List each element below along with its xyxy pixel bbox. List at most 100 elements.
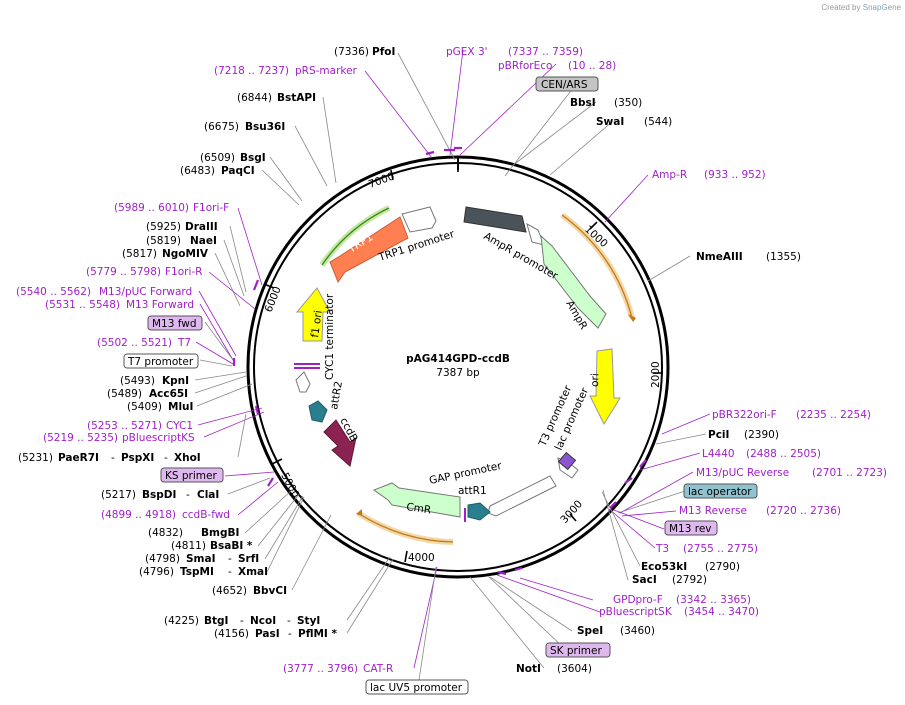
cen-ars-feature xyxy=(463,206,527,233)
ori-feature xyxy=(589,348,621,426)
pcii-pos: (2390) xyxy=(744,429,779,441)
btgi-pos: (4225) xyxy=(164,615,199,627)
pbs-sk-range: (3454 .. 3470) xyxy=(684,606,759,618)
m13-f-range: (5531 .. 5548) xyxy=(45,299,120,311)
amp-r-range: (933 .. 952) xyxy=(704,169,766,181)
m13-rev-tag xyxy=(664,520,718,536)
cat-r-primer-line xyxy=(357,512,454,543)
saci-pos: (2792) xyxy=(672,574,707,586)
paer7i-sep2: - xyxy=(164,452,168,464)
lac-operator-tag-label: lac operator xyxy=(688,486,752,498)
m13-rev-tag-label: M13 rev xyxy=(669,523,712,535)
m13-rev-range: (2720 .. 2736) xyxy=(766,505,841,517)
bsu36i-pos: (6675) xyxy=(204,121,239,133)
noti-pos: (3604) xyxy=(557,663,592,675)
cyc1-range: (5253 .. 5271) xyxy=(87,420,162,432)
m13-f-name: M13 Forward xyxy=(126,299,194,311)
ccdb-fwd-range: (4899 .. 4918) xyxy=(101,509,176,521)
f1ori-r-range: (5779 .. 5798) xyxy=(86,266,161,278)
pflmi-name: PflMI * xyxy=(298,628,337,640)
saci-name: SacI xyxy=(632,574,657,586)
lac-uv5-tag-label: lac UV5 promoter xyxy=(370,682,463,694)
paer7i-pos: (5231) xyxy=(18,452,53,464)
pfoi-name: PfoI xyxy=(372,46,395,58)
ncoi-name: NcoI xyxy=(250,615,276,627)
ngomiv-pos: (5817) xyxy=(122,248,157,260)
pbs-sk-name: pBluescriptSK xyxy=(599,606,673,618)
kpni-name: KpnI xyxy=(162,375,189,387)
btgi-name: BtgI xyxy=(204,615,228,627)
pcii-name: PciI xyxy=(708,429,729,441)
cat-r-range: (3777 .. 3796) xyxy=(283,663,358,675)
tick-label-3000: 3000 xyxy=(558,498,585,526)
tick-label-6000: 6000 xyxy=(263,285,284,314)
bbvci-name: BbvCI xyxy=(253,585,287,597)
t7-name: T7 xyxy=(177,337,191,349)
sk-primer-tag xyxy=(545,642,611,658)
acc65i-pos: (5489) xyxy=(107,388,142,400)
sk-primer-tag-label: SK primer xyxy=(550,645,602,657)
mlui-pos: (5409) xyxy=(127,401,162,413)
smai-name: SmaI xyxy=(186,553,216,565)
smai-pos: (4798) xyxy=(145,553,180,565)
swai-pos: (544) xyxy=(644,116,672,128)
cyc1-terminator-label: CYC1 terminator xyxy=(324,293,336,380)
ks-primer-tag xyxy=(160,467,224,483)
cen-ars-tag xyxy=(535,76,599,92)
amp-r-name: Amp-R xyxy=(652,169,687,181)
bmgbi-name: BmgBI xyxy=(201,527,239,539)
l4440-range: (2488 .. 2505) xyxy=(746,448,821,460)
bspdi-name: BspDI xyxy=(142,489,176,501)
trp1-promoter-feature xyxy=(401,206,437,233)
paqci-pos: (6483) xyxy=(180,165,215,177)
pbrforeco-name: pBRforEco xyxy=(498,60,552,72)
nmeaiii-name: NmeAIII xyxy=(696,251,743,263)
naei-name: NaeI xyxy=(190,235,217,247)
m13puc-f-range: (5540 .. 5562) xyxy=(16,286,91,298)
cat-r-arrowhead xyxy=(356,509,362,516)
btgi-sep2: - xyxy=(287,615,291,627)
cat-r-primer-arc xyxy=(356,510,454,545)
ks-primer-tag-label: KS primer xyxy=(165,470,217,482)
paer7i-name: PaeR7I xyxy=(58,452,99,464)
tspmi-sep: - xyxy=(228,566,232,578)
bstapi-name: BstAPI xyxy=(277,92,316,104)
tspmi-name: TspMI xyxy=(180,566,214,578)
t3-range: (2755 .. 2775) xyxy=(683,543,758,555)
attr1-feature xyxy=(467,502,491,521)
attr2-feature xyxy=(308,400,328,423)
ccdb-feature xyxy=(323,419,357,467)
lac-uv5-tag xyxy=(365,679,469,695)
bspdi-sep: - xyxy=(186,489,190,501)
smai-sep: - xyxy=(228,553,232,565)
plasmid-name: pAG414GPD-ccdB xyxy=(406,353,510,365)
f1-ori-label: f1 ori xyxy=(309,310,325,339)
acc65i-name: Acc65I xyxy=(149,388,188,400)
bspdi-pos: (5217) xyxy=(101,489,136,501)
m13puc-r-range: (2701 .. 2723) xyxy=(812,467,887,479)
pbs-ks-range: (5219 .. 5235) xyxy=(43,432,118,444)
pspxi-name: PspXI xyxy=(121,452,154,464)
pbs-ks-name: pBluescriptKS xyxy=(122,432,195,444)
noti-name: NotI xyxy=(516,663,541,675)
gap-promoter-label: GAP promoter xyxy=(428,460,503,487)
t7-range: (5502 .. 5521) xyxy=(97,337,172,349)
f1ori-f-range: (5989 .. 6010) xyxy=(114,202,189,214)
attr2-label: attR2 xyxy=(328,380,345,410)
xmai-name: XmaI xyxy=(238,566,268,578)
eco53ki-name: Eco53kI xyxy=(641,561,687,573)
snapgene-credit: Created by SnapGene xyxy=(821,3,901,12)
lac-operator-tag xyxy=(683,483,758,499)
prs-name: pRS-marker xyxy=(295,65,358,77)
gap-promoter-feature xyxy=(487,475,557,517)
gpdpro-name: GPDpro-F xyxy=(613,594,663,606)
prs-range: (7218 .. 7237) xyxy=(214,65,289,77)
m13puc-f-name: M13/pUC Forward xyxy=(99,286,192,298)
ngomiv-name: NgoMIV xyxy=(162,248,209,260)
tick-label-4000: 4000 xyxy=(408,552,435,564)
f1ori-r-name: F1ori-R xyxy=(165,266,202,278)
plasmid-length: 7387 bp xyxy=(436,367,480,379)
xhoi-name: XhoI xyxy=(174,452,201,464)
cat-r-name: CAT-R xyxy=(363,663,393,675)
